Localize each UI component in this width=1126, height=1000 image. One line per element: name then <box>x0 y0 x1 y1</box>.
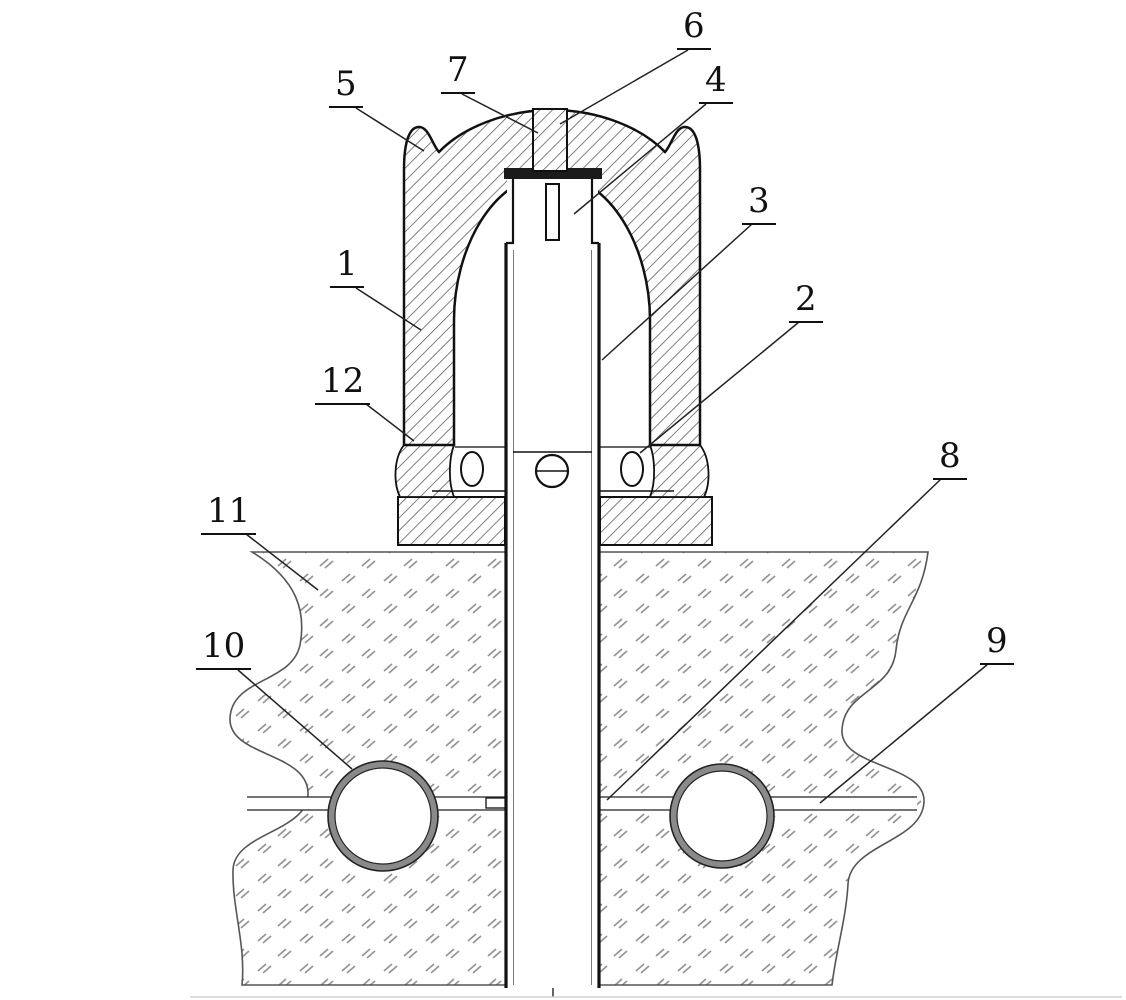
flange-right <box>648 444 710 498</box>
leader-2 <box>639 321 800 454</box>
port-hole-left <box>460 451 484 487</box>
right-conduit-circle <box>669 763 775 869</box>
port-row <box>432 451 674 492</box>
center-tube-interior <box>507 179 598 989</box>
leader-6 <box>559 49 689 125</box>
callout-7: 7 <box>441 52 475 94</box>
callout-10: 10 <box>196 628 252 670</box>
top-plug <box>532 108 568 172</box>
leader-10 <box>237 669 353 770</box>
callout-12: 12 <box>315 363 371 405</box>
callout-11: 11 <box>201 493 257 535</box>
flange-left <box>394 444 456 498</box>
leader-9 <box>819 663 989 804</box>
leader-1 <box>355 287 422 331</box>
inner-pin <box>545 183 560 241</box>
left-conduit-circle <box>327 760 439 872</box>
channel-connector-block <box>485 797 508 809</box>
leader-lines <box>237 49 989 804</box>
leader-5 <box>355 107 425 152</box>
leader-8 <box>606 478 942 801</box>
leader-11 <box>245 533 319 591</box>
base-block-right <box>599 496 713 546</box>
center-tube-walls <box>504 179 601 988</box>
callout-1: 1 <box>330 246 364 288</box>
callout-2: 2 <box>789 281 823 323</box>
leader-12 <box>365 403 415 442</box>
callout-6: 6 <box>677 8 711 50</box>
base-block-left <box>397 496 506 546</box>
callout-3: 3 <box>742 183 776 225</box>
callout-5: 5 <box>329 66 363 108</box>
callout-8: 8 <box>933 438 967 480</box>
leader-4 <box>573 103 707 215</box>
leader-7 <box>461 93 539 134</box>
callout-9: 9 <box>980 623 1014 665</box>
top-plate <box>504 168 602 179</box>
callout-4: 4 <box>699 62 733 104</box>
leader-3 <box>601 223 753 361</box>
port-hole-right <box>620 451 644 487</box>
